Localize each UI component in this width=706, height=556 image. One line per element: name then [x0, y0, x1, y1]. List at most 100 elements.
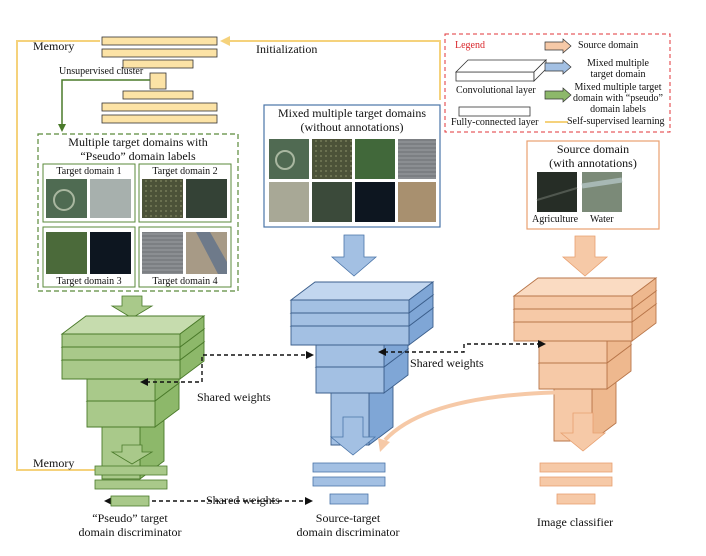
- legend-title: Legend: [455, 40, 485, 51]
- shared-weights-right-label: Shared weights: [410, 356, 484, 370]
- blue-net-layer-0-top: [289, 281, 435, 301]
- green-net-layer-1-front: [61, 346, 181, 361]
- peach-net-layer-4-front: [538, 362, 608, 390]
- memory-label-top: Memory: [33, 39, 75, 53]
- image-td1-a: [46, 179, 87, 218]
- legend-pseudo-label-1: Mixed multiple target: [574, 82, 662, 93]
- multi-target-box: [37, 133, 239, 292]
- blue-net-layer-3-front: [315, 344, 385, 368]
- memory-bars-top: [101, 36, 218, 124]
- image-mix-2: [312, 139, 352, 179]
- image-mix-3: [355, 139, 395, 179]
- peach-network: [512, 277, 658, 442]
- image-td1-b: [90, 179, 131, 218]
- image-water-river: [581, 177, 623, 189]
- shared-weights-arrowheads: [104, 340, 546, 505]
- target-domain-2-box: [138, 163, 232, 223]
- blue-net-layer-1-front: [290, 312, 410, 327]
- target-domain-1-box: [42, 163, 136, 223]
- target-domain-3-label: Target domain 3: [56, 276, 122, 287]
- peach-arrow-into-net: [561, 235, 609, 277]
- source-title-line2: (with annotations): [549, 156, 637, 170]
- peach-arrow-into-head: [559, 412, 607, 452]
- pseudo-discriminator-head: [94, 465, 168, 507]
- legend-conv-label: Convolutional layer: [456, 85, 536, 96]
- pseudo-discriminator-label-1: “Pseudo” target: [92, 511, 168, 525]
- blue-arrow-into-head: [329, 416, 377, 456]
- image-classifier-head: [539, 462, 613, 505]
- image-td2-b: [186, 179, 227, 218]
- legend-source-label: Source domain: [578, 40, 639, 51]
- shared-weights-left-label: Shared weights: [197, 390, 271, 404]
- legend-selfsup-label: Self-supervised learning: [567, 116, 665, 127]
- legend-pseudo-label-2: domain with “pseudo”: [573, 93, 663, 104]
- green-arrow-into-net: [110, 295, 154, 319]
- cluster-arrow: [61, 79, 150, 124]
- blue-net-layer-0-front: [290, 299, 410, 314]
- mixed-title-line2: (without annotations): [300, 120, 404, 134]
- shared-weights-arrows: [110, 343, 541, 502]
- peach-net-layer-0-front: [513, 295, 633, 310]
- image-mix-7: [355, 182, 395, 222]
- image-mix-4: [398, 139, 436, 179]
- image-td4-a: [142, 232, 183, 274]
- legend-mixed-label-2: target domain: [590, 69, 646, 80]
- target-domain-3-box: [42, 226, 136, 288]
- image-td3-a: [46, 232, 87, 274]
- legend-mixed-arrow-icon: [544, 59, 572, 75]
- legend-source-arrow-icon: [544, 38, 572, 54]
- pseudo-discriminator-label-2: domain discriminator: [78, 525, 182, 539]
- image-td3-b: [90, 232, 131, 274]
- memory-label-bottom: Memory: [33, 456, 75, 470]
- green-arrow-into-head: [110, 444, 154, 465]
- multi-target-title-line2: “Pseudo” domain labels: [80, 149, 196, 163]
- peach-net-layer-2-front: [513, 321, 633, 342]
- source-title-line1: Source domain: [556, 142, 630, 156]
- image-mix-1: [269, 139, 309, 179]
- image-water: [582, 172, 622, 212]
- image-td2-a: [142, 179, 183, 218]
- legend-fc-icon: [458, 106, 531, 117]
- source-target-discriminator-label-2: domain discriminator: [296, 525, 400, 539]
- initialization-arrowhead: [220, 36, 230, 46]
- image-agriculture: [537, 172, 577, 212]
- image-mix-1-circle: [275, 150, 295, 170]
- peach-net-layer-1-front: [513, 308, 633, 323]
- shared-weights-bottom-label: Shared weights: [206, 493, 280, 507]
- source-to-discriminator-arrowhead: [378, 438, 390, 452]
- target-domain-1-label: Target domain 1: [56, 166, 122, 177]
- unsupervised-cluster-label: Unsupervised cluster: [59, 66, 144, 77]
- source-target-discriminator-head: [312, 462, 386, 505]
- image-classifier-label: Image classifier: [536, 515, 614, 529]
- legend-pseudo-arrow-icon: [544, 87, 572, 103]
- source-target-discriminator-label-1: Source-target: [315, 511, 381, 525]
- target-domain-2-label: Target domain 2: [152, 166, 218, 177]
- blue-arrow-into-net: [330, 234, 378, 277]
- cluster-arrowhead: [58, 124, 66, 132]
- green-net-layer-0-front: [61, 333, 181, 348]
- image-mix-5: [269, 182, 309, 222]
- water-label: Water: [590, 214, 614, 225]
- blue-net-layer-2-front: [290, 325, 410, 346]
- mixed-target-box: [263, 104, 441, 228]
- initialization-label: Initialization: [256, 42, 318, 56]
- legend-box: [444, 33, 671, 133]
- green-net-layer-2-front: [61, 359, 181, 380]
- source-domain-box: [526, 140, 660, 230]
- legend-mixed-label-1: Mixed multiple: [587, 58, 649, 69]
- peach-net-layer-3-front: [538, 340, 608, 364]
- legend-pseudo-label-3: domain labels: [590, 104, 646, 115]
- mixed-title-line1: Mixed multiple target domains: [277, 106, 427, 120]
- legend-fc-label: Fully-connected layer: [451, 117, 539, 128]
- image-agriculture-road: [536, 187, 578, 201]
- blue-net-layer-4-front: [315, 366, 385, 394]
- green-net-layer-0-top: [60, 315, 206, 335]
- agriculture-label: Agriculture: [532, 214, 579, 225]
- legend-conv-icon: [455, 59, 547, 82]
- target-domain-4-label: Target domain 4: [152, 276, 218, 287]
- image-mix-8: [398, 182, 436, 222]
- peach-net-layer-0-top: [512, 277, 658, 297]
- source-to-discriminator-curve: [383, 390, 584, 442]
- image-td4-b-river: [196, 232, 227, 274]
